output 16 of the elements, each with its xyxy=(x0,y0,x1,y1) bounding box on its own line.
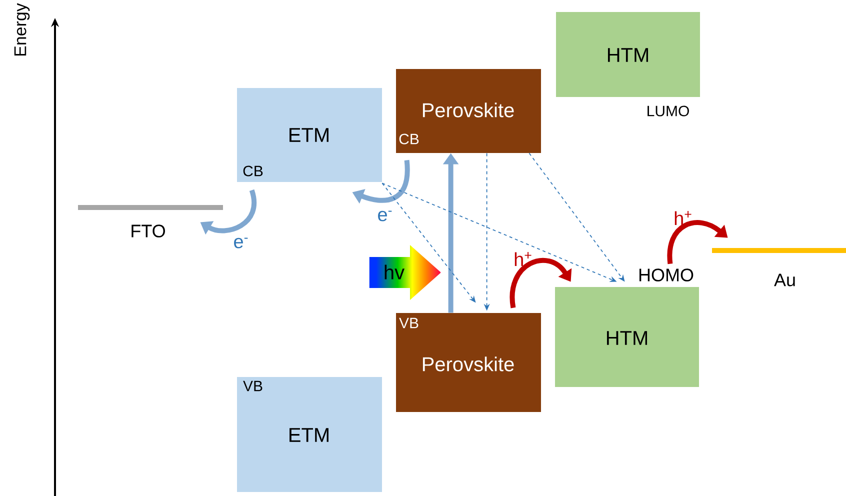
arrow xyxy=(510,258,572,308)
energy-level-box: VB ETM xyxy=(237,377,382,492)
electrode-line: FTO xyxy=(78,205,223,238)
node-label: HOMO xyxy=(639,268,694,282)
edge-label: e$^{-}$ xyxy=(234,238,248,248)
energy-level-box: Perovskite CB xyxy=(396,69,541,153)
energy-level-box: HOMO HTM xyxy=(555,268,699,387)
edge-label: h$^{+}$ xyxy=(514,252,532,266)
level-label: LUMO xyxy=(648,106,689,116)
edge-label: h$^{+}$ xyxy=(674,211,692,225)
energy-level-box: VB Perovskite xyxy=(396,313,541,412)
energy-level-box: ETM CB xyxy=(237,88,382,182)
axis-label: Energy xyxy=(14,3,30,56)
electrode-line: Au xyxy=(712,248,846,286)
energy-level-box: HTM xyxy=(556,12,700,97)
edge-label: e$^{-}$ xyxy=(378,210,392,222)
